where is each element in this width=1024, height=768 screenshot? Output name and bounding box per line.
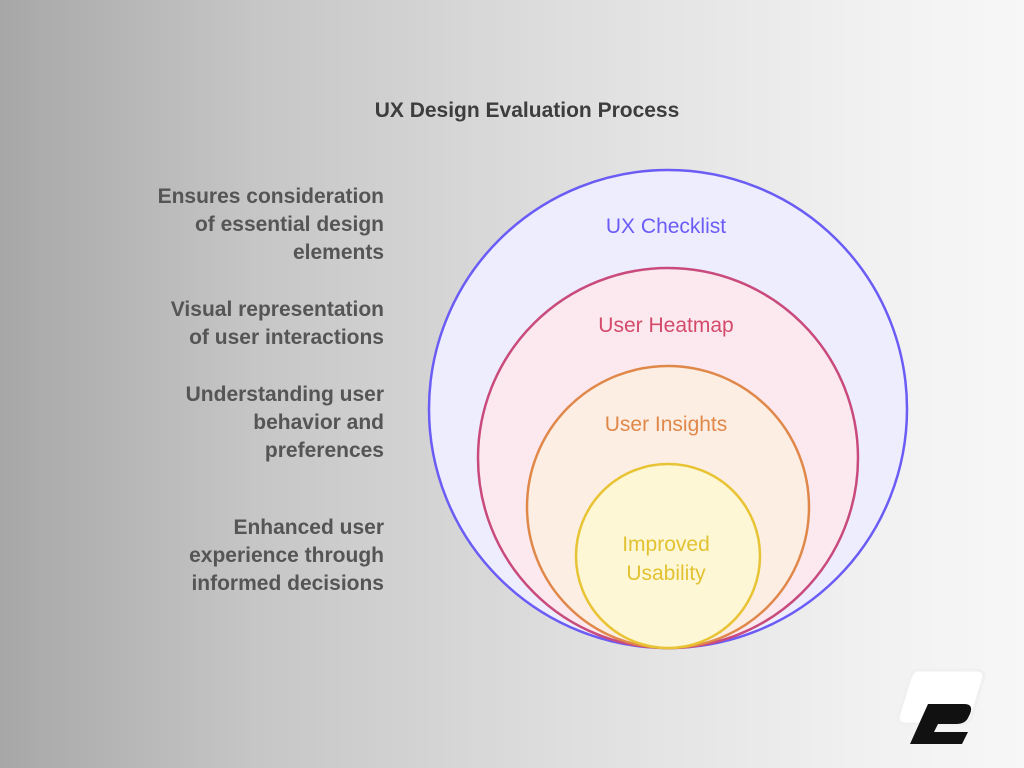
description-line: experience through: [189, 544, 384, 567]
circle-improved-usability: [574, 462, 762, 650]
description-line: informed decisions: [191, 572, 384, 595]
description-line: of user interactions: [189, 326, 384, 349]
description-ux-checklist: Ensures consideration of essential desig…: [124, 183, 384, 267]
description-line: elements: [292, 241, 384, 264]
brand-logo: 2: [896, 668, 986, 744]
description-improved-usability: Enhanced user experience through informe…: [124, 514, 384, 598]
circle-label-ux-checklist: UX Checklist: [606, 215, 726, 238]
description-line: Understanding user: [185, 383, 384, 406]
circle-label-improved-usability: Usability: [626, 562, 706, 585]
description-line: behavior and: [253, 411, 384, 434]
diagram-title: UX Design Evaluation Process: [374, 99, 680, 122]
circle-label-improved-usability: Improved: [622, 533, 710, 556]
logo-numeral-mark: [910, 704, 972, 744]
description-line: Visual representation: [170, 298, 384, 321]
description-user-insights: Understanding user behavior and preferen…: [124, 381, 384, 465]
description-line: of essential design: [194, 213, 384, 236]
circle-label-user-insights: User Insights: [605, 413, 728, 436]
description-line: Enhanced user: [233, 516, 384, 539]
description-line: preferences: [264, 439, 384, 462]
circle-label-user-heatmap: User Heatmap: [598, 314, 733, 337]
description-line: Ensures consideration: [157, 185, 384, 208]
description-user-heatmap: Visual representation of user interactio…: [124, 296, 384, 352]
